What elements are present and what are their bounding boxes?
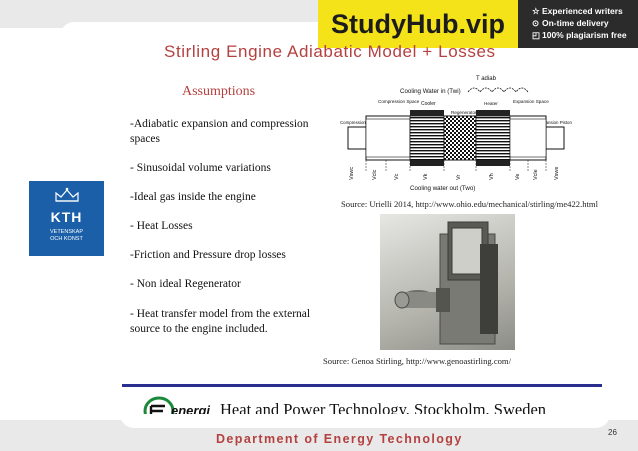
clock-icon: ⊙ (532, 18, 540, 28)
kth-subtitle: VETENSKAP OCH KONST (49, 229, 83, 242)
expansion-piston (545, 126, 565, 150)
compression-piston-label: Compression Piston (340, 120, 380, 125)
heater-label: Heater (484, 101, 498, 106)
t-adiab-label: T adiab (476, 76, 497, 82)
volume-label: Ve (515, 174, 521, 180)
cooling-in-label: Cooling Water in (Twi) (400, 88, 461, 95)
volume-label: Vswe (554, 167, 560, 180)
bottom-curve (120, 414, 610, 428)
list-item: - Heat transfer model from the external … (130, 308, 311, 335)
star-icon: ☆ (532, 6, 540, 16)
cooler-block (409, 115, 445, 161)
engine-photo (380, 214, 515, 350)
crown-icon (55, 187, 79, 202)
volume-label: Vr (456, 175, 462, 180)
volume-label: Vc (394, 173, 400, 180)
expansion-piston-label: Expansion Piston (538, 120, 572, 125)
studyhub-logo[interactable]: StudyHub.vip (318, 0, 518, 48)
compression-piston (347, 126, 367, 150)
department-label: Department of Energy Technology (216, 432, 463, 446)
volume-label: Vcle (533, 169, 539, 180)
footer-rule (122, 384, 602, 387)
kth-wordmark: KTH (50, 209, 83, 225)
compression-space (365, 118, 411, 158)
expansion-space-label: Expansion Space (513, 99, 549, 104)
list-item: -Adiabatic expansion and compression spa… (130, 118, 309, 145)
engine-photo-illustration (394, 221, 498, 345)
heat-wave (467, 87, 529, 93)
banner-feature: ⊙On-time delivery (532, 18, 609, 28)
kth-logo: KTH VETENSKAP OCH KONST (29, 181, 104, 256)
heater-block (475, 115, 511, 161)
volume-divisions (365, 160, 547, 172)
volume-label: Vk (423, 173, 429, 180)
list-item: -Friction and Pressure drop losses (130, 249, 286, 261)
volume-label: Vclc (372, 169, 378, 180)
assumptions-heading: Assumptions (182, 84, 256, 99)
list-item: - Heat Losses (130, 220, 193, 232)
list-item: -Ideal gas inside the engine (130, 191, 256, 203)
cooler-label: Cooler (421, 101, 436, 107)
volume-label: Vswc (349, 167, 355, 180)
source-citation-1: Source: Urielli 2014, http://www.ohio.ed… (341, 199, 598, 209)
heater-jacket-bottom (476, 160, 510, 166)
compression-space-label: Compression Space (378, 99, 420, 104)
regenerator-block (443, 115, 477, 161)
expansion-space (509, 118, 547, 158)
source-citation-2: Source: Genoa Stirling, http://www.genoa… (323, 356, 512, 366)
cooler-jacket-top (410, 110, 444, 116)
document-icon: ◰ (532, 30, 541, 40)
cooler-jacket-bottom (410, 160, 444, 166)
cooling-out-label: Cooling water out (Two) (410, 185, 475, 192)
regenerator-label: Regenerator (451, 110, 477, 115)
heater-jacket-top (476, 110, 510, 116)
banner-features: ☆Experienced writers ⊙On-time delivery ◰… (532, 5, 636, 41)
list-item: - Sinusoidal volume variations (130, 162, 271, 174)
banner-feature: ◰100% plagiarism free (532, 30, 627, 40)
banner-feature: ☆Experienced writers (532, 6, 623, 16)
volume-label: Vh (489, 173, 495, 180)
list-item: - Non ideal Regenerator (130, 278, 241, 290)
engine-diagram: T adiab Cooling Water in (Twi) Compressi… (340, 76, 572, 192)
page-number: 26 (608, 428, 617, 437)
slide-title: Stirling Engine Adiabatic Model + Losses (164, 42, 496, 61)
